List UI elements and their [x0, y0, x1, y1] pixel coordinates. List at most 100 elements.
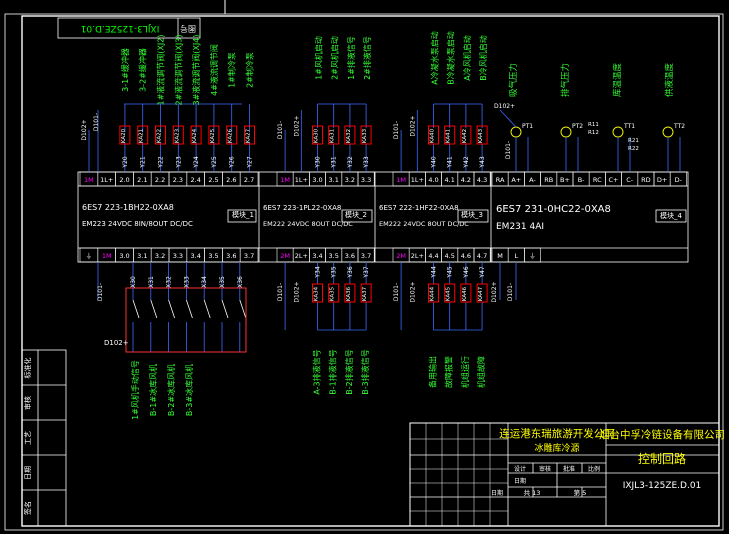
relay-coil-KA37 — [360, 283, 372, 303]
m1-bottom-terminal-label: 3.7 — [244, 252, 254, 260]
m2-func-bottom-1: B-1排液信号 — [328, 349, 338, 394]
m4-top-cell — [669, 171, 687, 187]
wire-label-Y27: Y27 — [247, 156, 254, 168]
relay-coil-KA42 — [460, 125, 472, 145]
m2-func-bottom-2: B-2排液信号 — [344, 349, 354, 394]
m4-top-terminal-label: RA — [496, 176, 505, 184]
m1-func-top-7: 2#制冷泵 — [245, 52, 255, 88]
m1-switch-contact — [150, 299, 158, 319]
m4-top-terminal-label: A- — [529, 176, 536, 184]
m3-top-terminal-label: 1M — [396, 176, 406, 184]
m2-func-top-3: 2#排液信号 — [362, 36, 372, 80]
m3-func-bottom-1: 故障报警 — [444, 356, 454, 388]
m1-bottom-terminal-label: 3.5 — [208, 252, 218, 260]
wire-label-Y36: Y36 — [347, 266, 354, 278]
m3-top-terminal-label: 1L+ — [411, 176, 424, 184]
relay-label-KA25: KA25 — [210, 128, 216, 143]
relay-label-KA45: KA45 — [446, 286, 452, 301]
m4-d101-label: D101- — [505, 141, 512, 159]
relay-coil-KA26 — [226, 125, 238, 145]
m1-top-terminal-label: 2.5 — [208, 176, 218, 184]
relay-label-KA34: KA34 — [314, 286, 320, 301]
sheet-number: 第 5 — [574, 488, 587, 497]
left-stamp: 标准化 审核 工艺 日期 签名 — [21, 349, 67, 527]
m4-top-terminal-label: B+ — [560, 176, 570, 184]
m4-func-top-3: 供液温度 — [664, 63, 675, 98]
stamp-label-2: 工艺 — [24, 431, 32, 445]
wire-label-Y22: Y22 — [158, 156, 165, 168]
sensor-PT1 — [510, 126, 522, 138]
m4-top-terminal-label: B- — [578, 176, 585, 184]
m3-bottom-terminal-label: 2M — [396, 252, 406, 260]
m1-d101-label: D101- — [93, 113, 100, 131]
wire-label-Y40: Y40 — [431, 156, 438, 168]
m2-bottom-terminal-label: 3.7 — [361, 252, 371, 260]
wire-label-X31: X31 — [148, 276, 155, 288]
m3-bottom-terminal-label: 4.6 — [461, 252, 471, 260]
wire-label-Y20: Y20 — [122, 156, 129, 168]
m1-func-bottom-1: B-1#冰库风机 — [148, 364, 158, 416]
relay-label-KA47: KA47 — [478, 286, 484, 301]
m1-bottom-terminal-label: 3.4 — [191, 252, 201, 260]
sensor-resistor-R11: R11 — [588, 122, 599, 128]
wire-label-Y33: Y33 — [363, 156, 370, 168]
m3-func-bottom-3: 机组故障 — [476, 356, 486, 388]
sensor-label-TT1: TT1 — [623, 123, 635, 130]
m1-func-bottom-2: B-2#冰库风机 — [166, 364, 176, 416]
m3-func-top-0: A冷凝水泵启动 — [430, 31, 440, 84]
relay-label-KA27: KA27 — [246, 128, 252, 143]
wire-label-Y24: Y24 — [193, 156, 200, 168]
project-subtitle: 冰雕库冷源 — [534, 442, 579, 454]
m2-bottom-d102: D102+ — [293, 281, 300, 302]
sensor-resistor-R21: R21 — [628, 138, 639, 144]
wire-label-X35: X35 — [219, 276, 226, 288]
title-col-label-1: 审核 — [539, 465, 551, 473]
m2-top-terminal-label: 3.0 — [312, 176, 322, 184]
relay-label-KA41: KA41 — [446, 129, 452, 143]
m4-bottom-terminal-label: L — [514, 252, 518, 260]
m3-bottom-terminal-label: 4.4 — [428, 252, 438, 260]
m1-switch-contact — [186, 299, 193, 319]
relay-label-KA37: KA37 — [362, 286, 368, 301]
wire-label-Y43: Y43 — [479, 156, 486, 168]
relay-coil-KA33 — [360, 125, 372, 145]
wire-label-Y34: Y34 — [315, 266, 322, 278]
m1-bottom-terminal-label: 3.2 — [155, 252, 165, 260]
m2-func-bottom-0: A-3排液信号 — [312, 349, 322, 394]
m1-top-terminal-label: 2.3 — [173, 176, 183, 184]
m1-bottom-terminal-label: ⏚ — [86, 252, 93, 260]
relay-coil-KA34 — [312, 283, 323, 303]
m1-top-terminal-label: 1M — [84, 176, 94, 184]
module4-model: 6ES7 231-0HC22-0XA8 — [496, 204, 611, 215]
ext-arrows — [227, 209, 687, 223]
wire-label-Y25: Y25 — [211, 156, 218, 168]
relay-coil-KA31 — [328, 125, 340, 145]
m1-func-top-3: 2#液流调节阀(XJ3) — [173, 35, 183, 106]
wire-label-Y32: Y32 — [347, 156, 354, 168]
m4-bottom-terminal-label: M — [497, 252, 503, 260]
m1-bottom-terminal-label: 3.0 — [119, 252, 129, 260]
relay-label-KA26: KA26 — [228, 128, 234, 143]
wire-label-Y35: Y35 — [331, 266, 338, 278]
relay-coil-KA32 — [344, 125, 356, 145]
m4-func-top-2: 库温温度 — [612, 63, 623, 98]
m2-top-terminal-label: 1M — [280, 176, 290, 184]
top-drawing-code: IXJL3-125ZE.D.01 — [81, 23, 160, 33]
wire-label-Y37: Y37 — [363, 266, 370, 278]
wire-label-X30: X30 — [130, 276, 137, 288]
drawing-code: IXJL3-125ZE.D.01 — [623, 481, 702, 491]
module3-desc: EM222 24VDC 8OUT DC/DC — [379, 220, 469, 228]
relay-coil-KA20 — [119, 125, 131, 145]
m4-top-terminal-label: D+ — [657, 176, 667, 184]
wire-label-Y26: Y26 — [229, 156, 236, 168]
relay-label-KA30: KA30 — [314, 128, 320, 143]
stamp-label-0: 标准化 — [23, 358, 32, 379]
m1-bottom-terminal-label: 3.6 — [226, 252, 236, 260]
m2-func-top-2: 1#排液信号 — [346, 36, 356, 80]
sensor-label-PT1: PT1 — [522, 123, 533, 130]
relay-label-KA44: KA44 — [430, 286, 436, 301]
m1-func-bottom-3: B-3#冰库风机 — [184, 364, 194, 416]
module2-model: 6ES7 223-1PL22-0XA8 — [263, 204, 341, 212]
m2-bottom-terminal-label: 3.5 — [329, 252, 339, 260]
relay-coil-KA41 — [444, 125, 456, 145]
